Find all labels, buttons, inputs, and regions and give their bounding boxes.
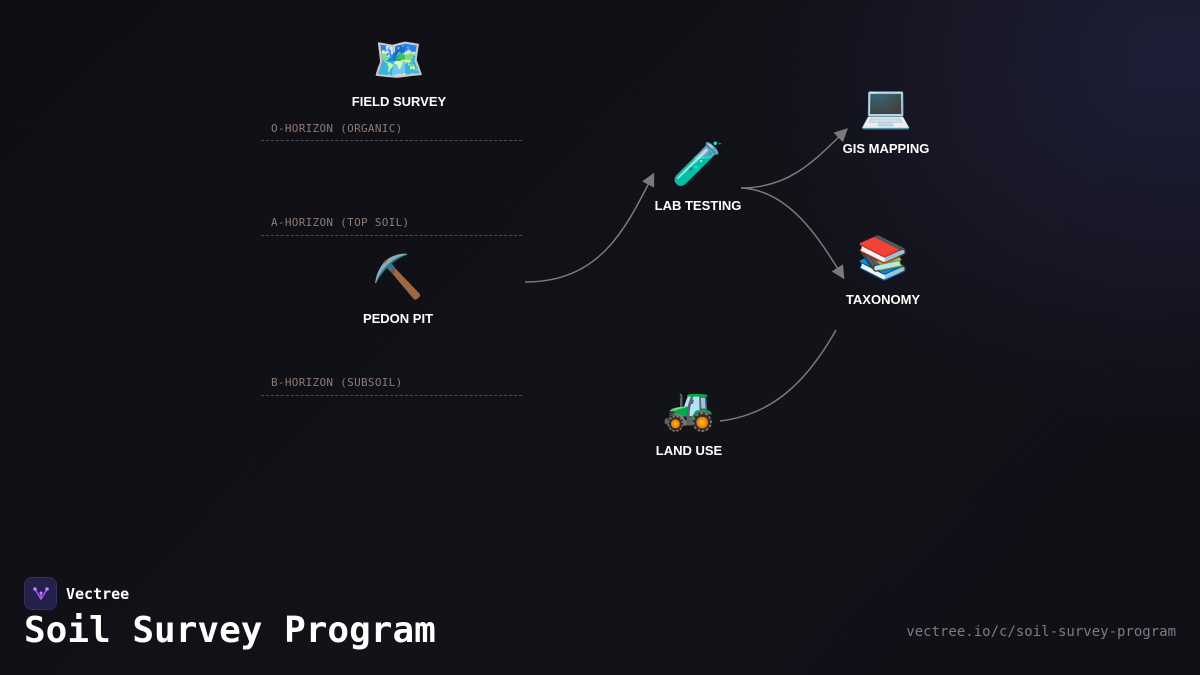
node-taxonomy: 📚 TAXONOMY xyxy=(813,232,953,307)
horizon-label-top-soil: A-HORIZON (TOP SOIL) xyxy=(271,216,410,229)
node-land-use: 🚜 LAND USE xyxy=(619,383,759,458)
edge-lab-testing-to-taxonomy xyxy=(740,187,845,280)
page-title: Soil Survey Program xyxy=(24,610,436,651)
books-icon: 📚 xyxy=(856,233,910,282)
node-label: LAND USE xyxy=(655,443,723,458)
node-label: PEDON PIT xyxy=(362,311,434,326)
world-map-icon: 🗺️ xyxy=(372,35,426,84)
horizon-divider-subsoil xyxy=(261,395,522,396)
node-label: FIELD SURVEY xyxy=(351,94,447,109)
edge-pedon-pit-to-lab-testing xyxy=(524,172,655,283)
horizon-divider-top-soil xyxy=(261,235,522,236)
edge-taxonomy-to-land-use xyxy=(719,329,837,422)
node-gis-mapping: 💻 GIS MAPPING xyxy=(816,81,956,156)
page-url-link[interactable]: vectree.io/c/soil-survey-program xyxy=(906,624,1176,640)
node-lab-testing: 🧪 LAB TESTING xyxy=(628,138,768,213)
node-field-survey: 🗺️ FIELD SURVEY xyxy=(329,34,469,109)
node-label: GIS MAPPING xyxy=(842,141,930,156)
test-tube-icon: 🧪 xyxy=(671,139,725,188)
brand: Vectree xyxy=(24,577,129,610)
horizon-label-subsoil: B-HORIZON (SUBSOIL) xyxy=(271,376,403,389)
brand-name: Vectree xyxy=(66,584,130,603)
edge-lab-testing-to-gis-mapping xyxy=(740,128,848,189)
horizon-label-organic: O-HORIZON (ORGANIC) xyxy=(271,122,403,135)
laptop-icon: 💻 xyxy=(859,82,913,131)
vectree-logo-icon xyxy=(24,577,57,610)
node-label: TAXONOMY xyxy=(845,292,921,307)
node-pedon-pit: ⛏️ PEDON PIT xyxy=(328,251,468,326)
node-label: LAB TESTING xyxy=(654,198,742,213)
horizon-divider-organic xyxy=(261,140,522,141)
pick-icon: ⛏️ xyxy=(371,252,425,301)
tractor-icon: 🚜 xyxy=(662,384,716,433)
